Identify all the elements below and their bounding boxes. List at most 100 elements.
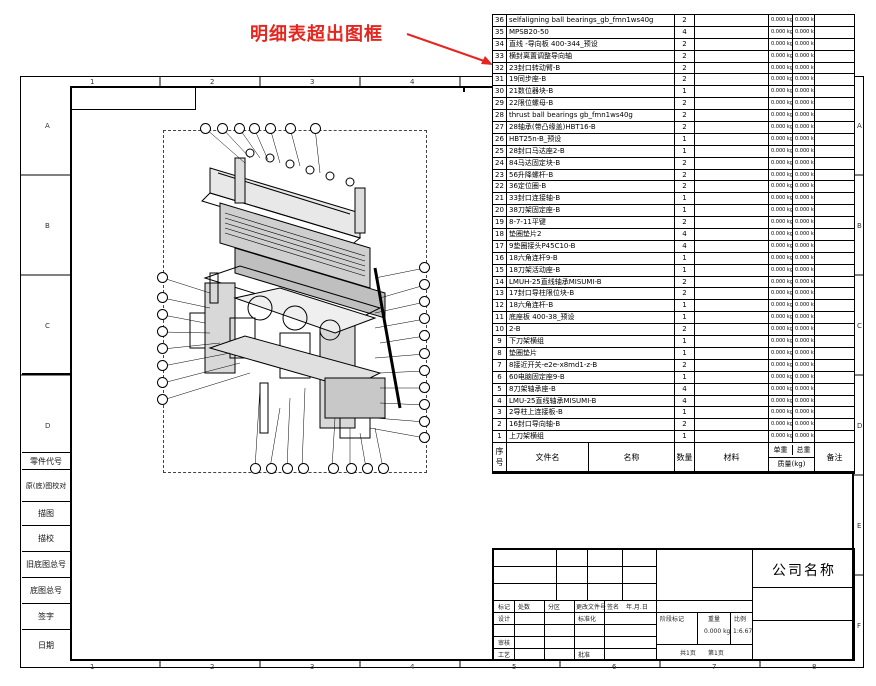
bom-cell-name: 60电脑固定座9-B xyxy=(507,371,675,383)
bom-cell-unit-weight: 0.000 kg xyxy=(769,26,793,38)
bom-cell-total-weight: 0.000 kg xyxy=(793,38,815,50)
balloon xyxy=(419,432,430,443)
bom-header-unit-weight: 单重 xyxy=(769,444,793,455)
bom-cell-total-weight: 0.000 kg xyxy=(793,62,815,74)
zone-col-1-b: 1 xyxy=(90,663,95,671)
bom-cell-total-weight: 0.000 kg xyxy=(793,133,815,145)
bom-cell-no: 4 xyxy=(493,395,507,407)
bom-cell-remark xyxy=(815,146,854,157)
bom-header: 序号 文件名 名称 数量 材料 单重 总重 质量(kg) 备注 xyxy=(493,443,854,474)
bom-cell-unit-weight: 0.000 kg xyxy=(769,181,793,193)
bom-cell-total-weight: 0.000 kg xyxy=(793,26,815,38)
bom-cell-total-weight: 0.000 kg xyxy=(793,264,815,276)
tb-label-sign: 签名 xyxy=(607,604,620,611)
bom-cell-unit-weight: 0.000 kg xyxy=(769,38,793,50)
bom-cell-name: thrust ball bearings gb_fmn1ws40g xyxy=(507,110,675,122)
bom-cell-no: 18 xyxy=(493,229,507,240)
zone-col-4-b: 4 xyxy=(410,663,415,671)
bom-cell-no: 26 xyxy=(493,133,507,145)
bom-cell-qty: 2 xyxy=(675,122,695,133)
bom-cell-no: 24 xyxy=(493,157,507,169)
bom-cell-material xyxy=(695,276,769,288)
bom-cell-name: 17封口导柱限位块-B xyxy=(507,288,675,300)
bom-cell-remark xyxy=(815,407,854,418)
bom-cell-remark xyxy=(815,241,854,252)
bom-cell-remark xyxy=(815,15,854,26)
side-cell-part-code: 零件代号 xyxy=(22,452,70,470)
bom-cell-unit-weight: 0.000 kg xyxy=(769,264,793,276)
balloon xyxy=(328,463,339,474)
bom-cell-no: 22 xyxy=(493,181,507,193)
bom-cell-material xyxy=(695,181,769,193)
bom-cell-unit-weight: 0.000 kg xyxy=(769,371,793,383)
bom-cell-no: 16 xyxy=(493,252,507,264)
bom-cell-qty: 2 xyxy=(675,74,695,86)
bom-cell-qty: 1 xyxy=(675,407,695,419)
bom-cell-material xyxy=(695,145,769,157)
bom-cell-material xyxy=(695,122,769,133)
balloon xyxy=(282,463,293,474)
bom-cell-unit-weight: 0.000 kg xyxy=(769,110,793,122)
bom-cell-qty: 1 xyxy=(675,300,695,312)
bom-cell-qty: 1 xyxy=(675,133,695,145)
tb-label-mark: 标记 xyxy=(498,604,511,611)
balloon xyxy=(419,399,430,410)
balloon xyxy=(250,463,261,474)
bom-cell-name: 16封口导向轴-B xyxy=(507,419,675,431)
bom-cell-name: 8-7-11平键 xyxy=(507,217,675,229)
bom-cell-unit-weight: 0.000 kg xyxy=(769,312,793,324)
bom-cell-remark xyxy=(815,27,854,38)
bom-cell-name: 18六角连杆-B xyxy=(507,300,675,312)
bom-cell-remark xyxy=(815,431,854,442)
bom-header-weight-label: 质量(kg) xyxy=(777,460,806,469)
tb-label-weight: 重量 xyxy=(708,616,721,623)
bom-cell-name: 56升降螺杆-B xyxy=(507,169,675,181)
assembly-drawing[interactable] xyxy=(150,118,440,478)
bom-cell-total-weight: 0.000 kg xyxy=(793,252,815,264)
bom-cell-unit-weight: 0.000 kg xyxy=(769,98,793,110)
balloon xyxy=(157,272,168,283)
bom-cell-unit-weight: 0.000 kg xyxy=(769,240,793,252)
bom-cell-material xyxy=(695,300,769,312)
bom-cell-unit-weight: 0.000 kg xyxy=(769,74,793,86)
balloon xyxy=(346,463,357,474)
tb-label-process: 工艺 xyxy=(498,652,511,659)
bom-cell-total-weight: 0.000 kg xyxy=(793,419,815,431)
bom-cell-no: 30 xyxy=(493,86,507,98)
bom-header-material: 材料 xyxy=(695,443,769,472)
zone-row-a-r: A xyxy=(857,122,862,130)
balloon xyxy=(217,123,228,134)
bom-cell-material xyxy=(695,62,769,74)
bom-cell-no: 33 xyxy=(493,50,507,62)
bom-cell-qty: 4 xyxy=(675,395,695,407)
bom-cell-total-weight: 0.000 kg xyxy=(793,407,815,419)
bom-cell-remark xyxy=(815,419,854,430)
bom-cell-name: 28封口马达座2-B xyxy=(507,145,675,157)
bom-cell-remark xyxy=(815,265,854,276)
balloon xyxy=(157,377,168,388)
balloon xyxy=(419,365,430,376)
bom-cell-remark xyxy=(815,181,854,192)
bom-cell-material xyxy=(695,419,769,431)
bom-cell-unit-weight: 0.000 kg xyxy=(769,359,793,371)
bom-cell-qty: 4 xyxy=(675,240,695,252)
bom-cell-name: 18六角连杆9-B xyxy=(507,252,675,264)
bom-cell-no: 21 xyxy=(493,193,507,205)
bom-cell-name: 23封口转动臂-B xyxy=(507,62,675,74)
bom-cell-total-weight: 0.000 kg xyxy=(793,181,815,193)
bom-cell-unit-weight: 0.000 kg xyxy=(769,217,793,229)
balloon xyxy=(157,360,168,371)
tb-label-design: 设计 xyxy=(498,616,511,623)
bom-cell-material xyxy=(695,240,769,252)
balloon xyxy=(419,262,430,273)
bom-cell-no: 17 xyxy=(493,240,507,252)
bom-cell-remark xyxy=(815,74,854,85)
